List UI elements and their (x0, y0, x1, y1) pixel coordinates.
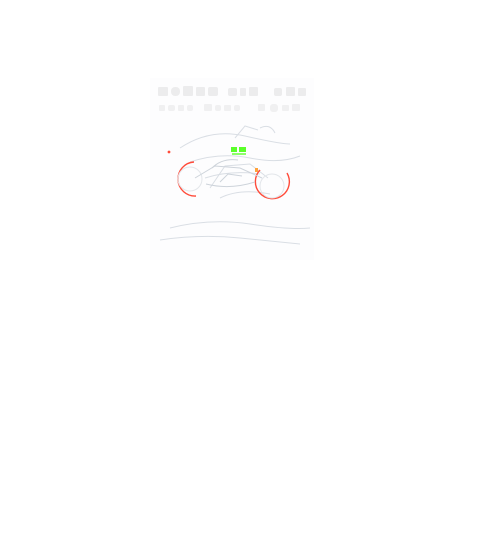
sketch-strokes (159, 125, 311, 245)
illustration-background (150, 78, 314, 260)
motorcycle-illustration-icon (150, 78, 314, 260)
orange-accent (255, 168, 258, 172)
rear-wheel (177, 161, 203, 197)
front-wheel (254, 169, 291, 200)
green-logo-badge-icon (231, 147, 246, 155)
bike-body (194, 159, 263, 188)
red-accent-dot (167, 150, 171, 154)
